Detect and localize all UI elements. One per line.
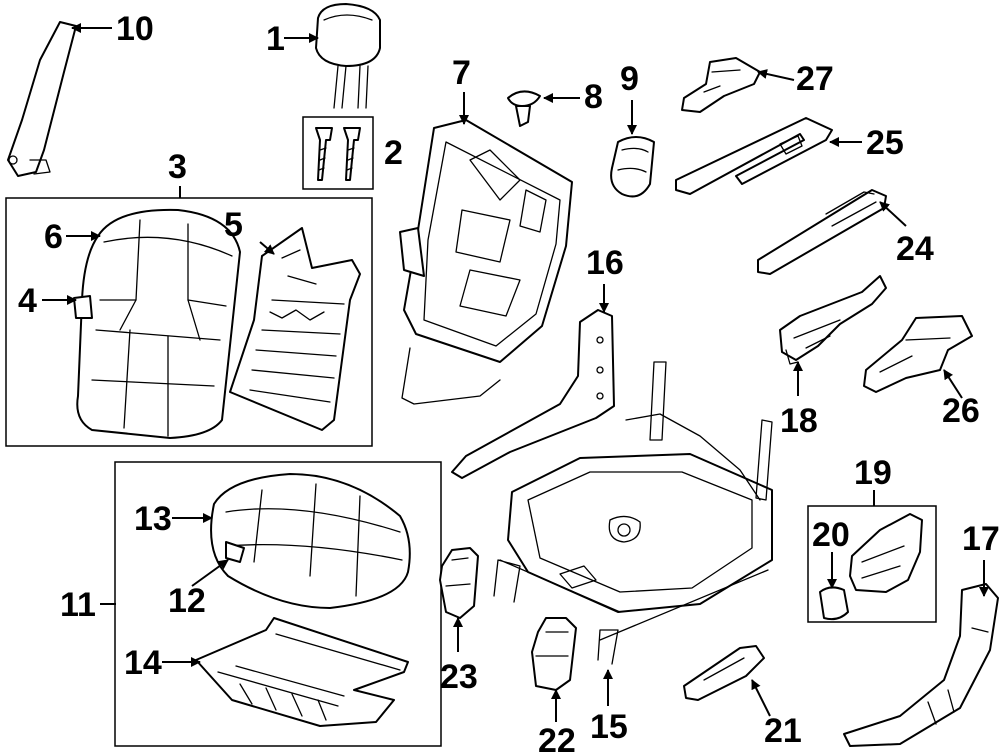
part-10-side-trim [7,21,77,177]
part-5-seatback-pad [229,227,361,431]
part-22-cap [531,617,577,691]
part-13-seat-cushion [210,473,411,609]
callout-10: 10 [116,10,154,48]
callout-12: 12 [168,582,206,620]
callout-7: 7 [452,54,471,92]
callout-21: 21 [764,712,802,750]
part-24-lever [757,189,887,275]
part-20-cap [819,586,849,621]
part-18-bracket [779,275,887,365]
part-17-outer-trim [843,583,999,747]
part-26-side-cover [863,315,973,393]
part-16-side-bracket [451,309,615,479]
callout-15: 15 [590,708,628,746]
part-27-side-trim [681,57,761,113]
part-8-clip [507,90,541,127]
callout-8: 8 [584,78,603,116]
callout-11: 11 [60,586,96,624]
part-21-cover [683,645,765,701]
part-2-bolts [315,127,361,181]
part-14-cushion-pan [195,617,409,727]
part-1-headrest [315,3,381,109]
callout-25: 25 [866,124,904,162]
part-7-seatback-frame [399,119,573,405]
callout-2: 2 [384,134,403,172]
part-19-cover-set [819,513,923,621]
callout-22: 22 [538,722,576,756]
seat-frame [493,361,773,665]
callout-5: 5 [224,206,243,244]
callout-14: 14 [124,644,162,682]
callout-17: 17 [962,520,1000,558]
callout-24: 24 [896,230,934,268]
callout-16: 16 [586,244,624,282]
callout-arrows [42,23,989,722]
part-25-rail [675,117,833,195]
part-9-escutcheon [610,136,655,198]
callout-6: 6 [44,218,63,256]
callout-19: 19 [854,454,892,492]
group-box-seatback [5,197,373,447]
part-23-cap [439,547,479,619]
group-box-bolt-set [302,116,374,190]
callout-1: 1 [266,20,285,58]
part-6-seatback-cover [73,208,241,439]
callout-23: 23 [440,658,478,696]
callout-13: 13 [134,500,172,538]
callout-4: 4 [18,282,37,320]
callout-27: 27 [796,60,834,98]
group-box-cover-set [807,505,937,623]
callout-9: 9 [620,60,639,98]
part-12-cushion-pad [225,541,245,563]
callout-26: 26 [942,392,980,430]
callout-3: 3 [168,148,187,186]
callout-20: 20 [812,516,850,554]
callout-18: 18 [780,402,818,440]
